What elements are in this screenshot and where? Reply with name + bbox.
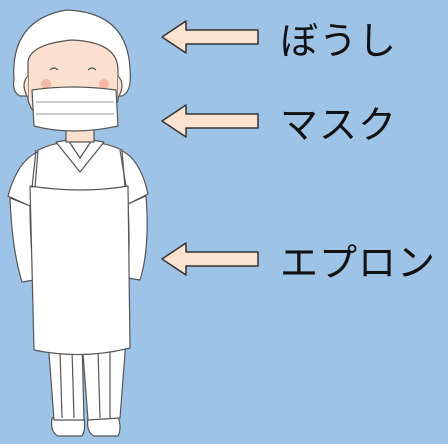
label-row-apron: エプロン xyxy=(160,234,437,285)
arrow-left-icon xyxy=(161,20,259,54)
right-arm xyxy=(127,195,148,281)
label-cap: ぼうし xyxy=(280,18,398,63)
label-row-cap: ぼうし xyxy=(160,12,398,63)
food-worker-illustration xyxy=(7,9,149,437)
label-apron: エプロン xyxy=(280,240,437,285)
left-arm xyxy=(9,197,35,283)
left-shoe xyxy=(51,417,86,437)
label-row-mask: マスク xyxy=(160,96,398,147)
label-mask: マスク xyxy=(280,102,398,147)
arrow-left-icon xyxy=(161,242,259,276)
right-shoe xyxy=(87,415,121,437)
mask xyxy=(31,86,119,132)
apron xyxy=(29,185,131,356)
arrow-left-icon xyxy=(161,104,259,138)
